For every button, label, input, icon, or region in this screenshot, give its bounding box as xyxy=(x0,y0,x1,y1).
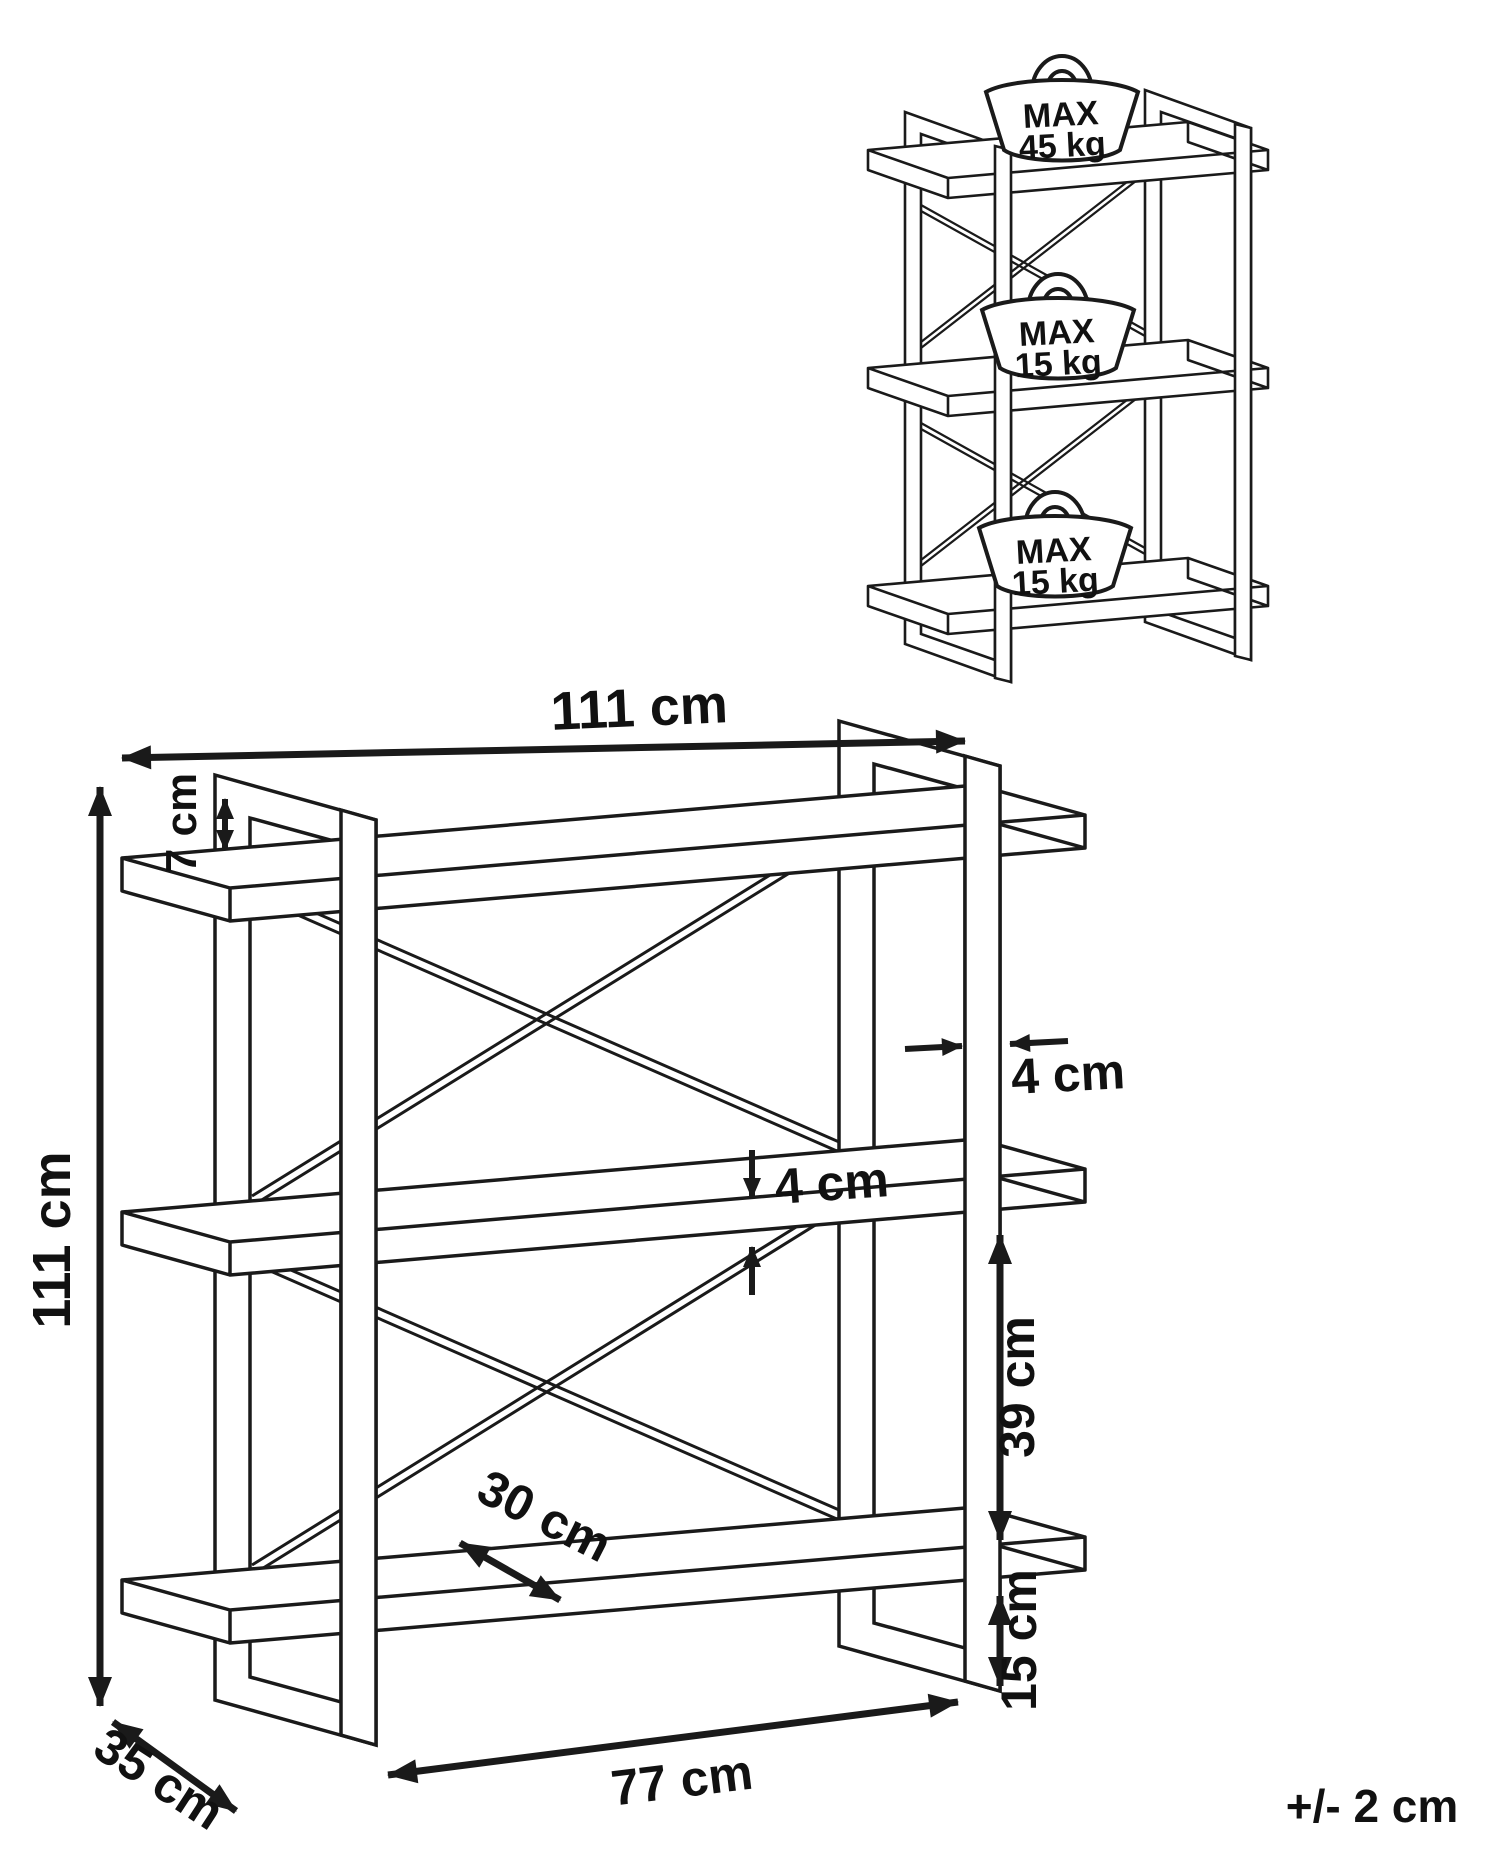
inner-width-arrow xyxy=(387,1693,959,1784)
load-capacity-view: MAX 45 kg MAX 15 kg MAX 15 kg xyxy=(866,54,1270,684)
post-thickness-arrow-right xyxy=(1009,1033,1069,1052)
left-frame-front-post xyxy=(339,807,378,1748)
shelf-thickness-label: 4 cm xyxy=(773,1151,891,1215)
max-weight-label-line1: MAX xyxy=(1015,530,1093,572)
max-weight-label-line2: 15 kg xyxy=(1011,561,1100,603)
inner-width-label: 77 cm xyxy=(608,1744,756,1817)
max-weight-label-line2: 15 kg xyxy=(1014,343,1103,385)
total-depth-label: 35 cm xyxy=(85,1717,234,1841)
weight-icon: MAX 45 kg xyxy=(983,54,1141,167)
dimension-view: 111 cm 111 cm 7 cm 4 cm 4 cm 39 cm 15 cm… xyxy=(22,674,1458,1841)
post-thickness-arrow-left xyxy=(904,1038,963,1057)
tolerance-label: +/- 2 cm xyxy=(1286,1780,1459,1832)
middle-shelf xyxy=(120,1137,1087,1277)
top-overhang-label: 7 cm xyxy=(157,773,206,873)
right-frame-front-post xyxy=(1233,122,1253,662)
right-frame-front-post xyxy=(963,753,1002,1694)
post-thickness-label: 4 cm xyxy=(1010,1043,1127,1105)
bottom-height-label: 15 cm xyxy=(991,1569,1047,1711)
weight-icon: MAX 15 kg xyxy=(976,490,1134,603)
shelf-depth-arrow xyxy=(458,1539,562,1604)
weight-icon: MAX 15 kg xyxy=(979,272,1137,385)
shelf-spacing-label: 39 cm xyxy=(989,1316,1045,1458)
max-weight-label-line2: 45 kg xyxy=(1018,125,1107,167)
max-weight-label-line1: MAX xyxy=(1022,94,1100,136)
total-width-label: 111 cm xyxy=(549,674,729,742)
cross-brace-icon xyxy=(920,167,1146,567)
dimension-arrows xyxy=(88,729,1069,1814)
max-weight-label-line1: MAX xyxy=(1018,312,1096,354)
left-frame-front-post xyxy=(993,144,1013,684)
total-height-label: 111 cm xyxy=(22,1151,82,1328)
total-depth-arrow xyxy=(110,1719,239,1814)
total-width-arrow xyxy=(121,729,966,770)
